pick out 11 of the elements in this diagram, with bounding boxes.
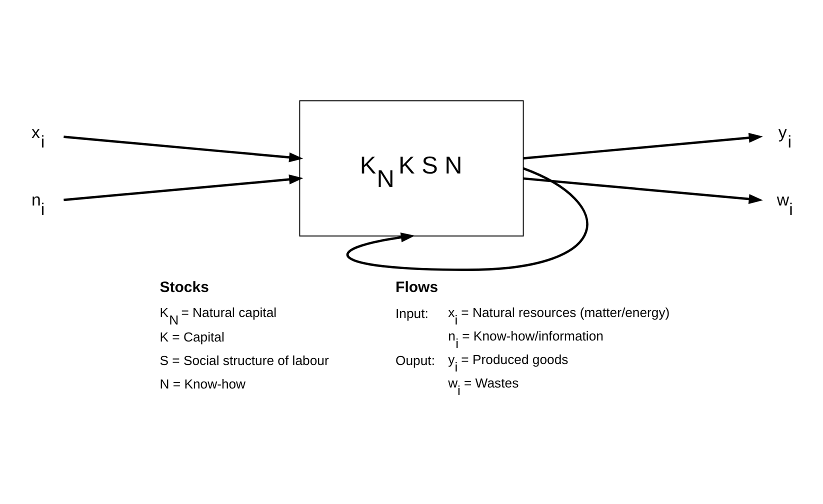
label: S = Social structure of labour (160, 352, 329, 368)
arrow (64, 174, 304, 202)
arrow (64, 136, 304, 162)
label: Flows (396, 279, 438, 296)
label: Input: (396, 306, 428, 321)
arrow (523, 132, 763, 160)
label: Ouput: (396, 352, 435, 368)
label: K = Capital (160, 329, 224, 344)
arrow (523, 177, 763, 204)
label: N = Know-how (160, 376, 246, 392)
label: Stocks (160, 279, 209, 296)
